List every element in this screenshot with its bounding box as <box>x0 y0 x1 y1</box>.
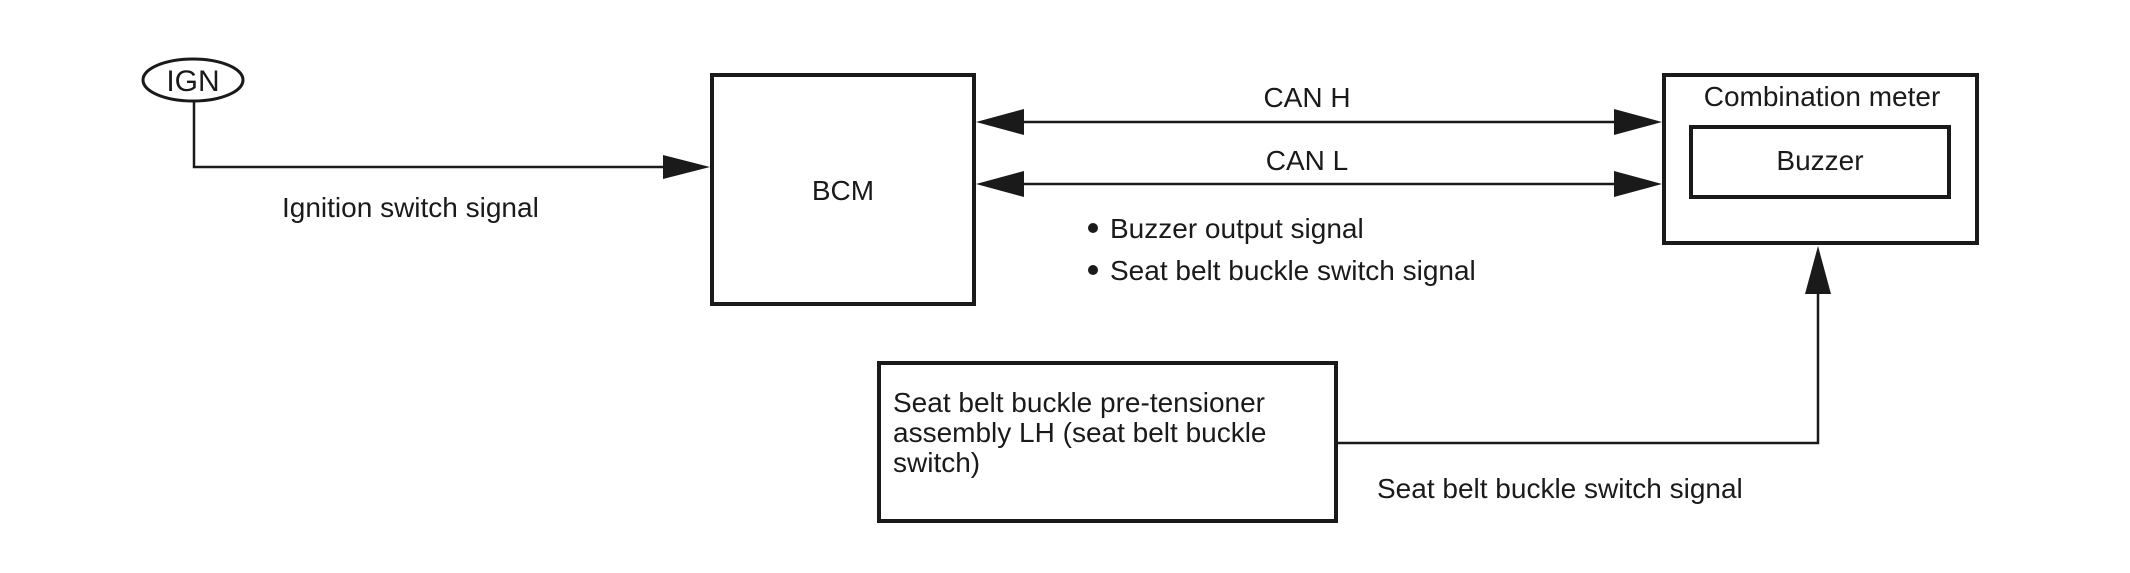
bullet-2 <box>1088 265 1098 275</box>
ignition-wire <box>192 101 710 179</box>
bcm-box: BCM <box>710 73 976 306</box>
can-l-arrow-right <box>1614 171 1662 197</box>
can-h-arrow-left <box>976 109 1024 135</box>
can-item-seat-belt-switch: Seat belt buckle switch signal <box>1110 255 1476 286</box>
seat-belt-signal-label: Seat belt buckle switch signal <box>1377 473 1743 504</box>
can-item-buzzer-output: Buzzer output signal <box>1110 213 1364 244</box>
can-h-label: CAN H <box>1263 82 1350 113</box>
buzzer-box: Buzzer <box>1689 125 1951 199</box>
bcm-label: BCM <box>812 175 874 206</box>
seat-belt-switch-line-3: switch) <box>893 447 980 478</box>
can-h-arrow-right <box>1614 109 1662 135</box>
seat-belt-wire <box>1336 246 1831 445</box>
bullet-1 <box>1088 223 1098 233</box>
ignition-arrowhead <box>663 155 710 179</box>
seat-belt-switch-box: Seat belt buckle pre-tensioner assembly … <box>877 361 1338 523</box>
can-h-line <box>976 109 1662 135</box>
can-l-label: CAN L <box>1266 145 1348 176</box>
seat-belt-switch-line-2: assembly LH (seat belt buckle <box>893 417 1267 448</box>
can-l-arrow-left <box>976 171 1024 197</box>
seat-belt-switch-line-1: Seat belt buckle pre-tensioner <box>893 387 1265 418</box>
combination-meter-label: Combination meter <box>1704 81 1941 112</box>
buzzer-label: Buzzer <box>1776 145 1863 176</box>
seat-belt-arrowhead <box>1805 246 1831 294</box>
can-signal-list: Buzzer output signal Seat belt buckle sw… <box>1088 213 1476 286</box>
ignition-signal-label: Ignition switch signal <box>282 192 539 223</box>
combination-meter-box: Combination meter Buzzer <box>1662 73 1979 245</box>
ign-source: IGN <box>141 57 245 103</box>
ign-label: IGN <box>166 65 219 98</box>
can-l-line <box>976 171 1662 197</box>
